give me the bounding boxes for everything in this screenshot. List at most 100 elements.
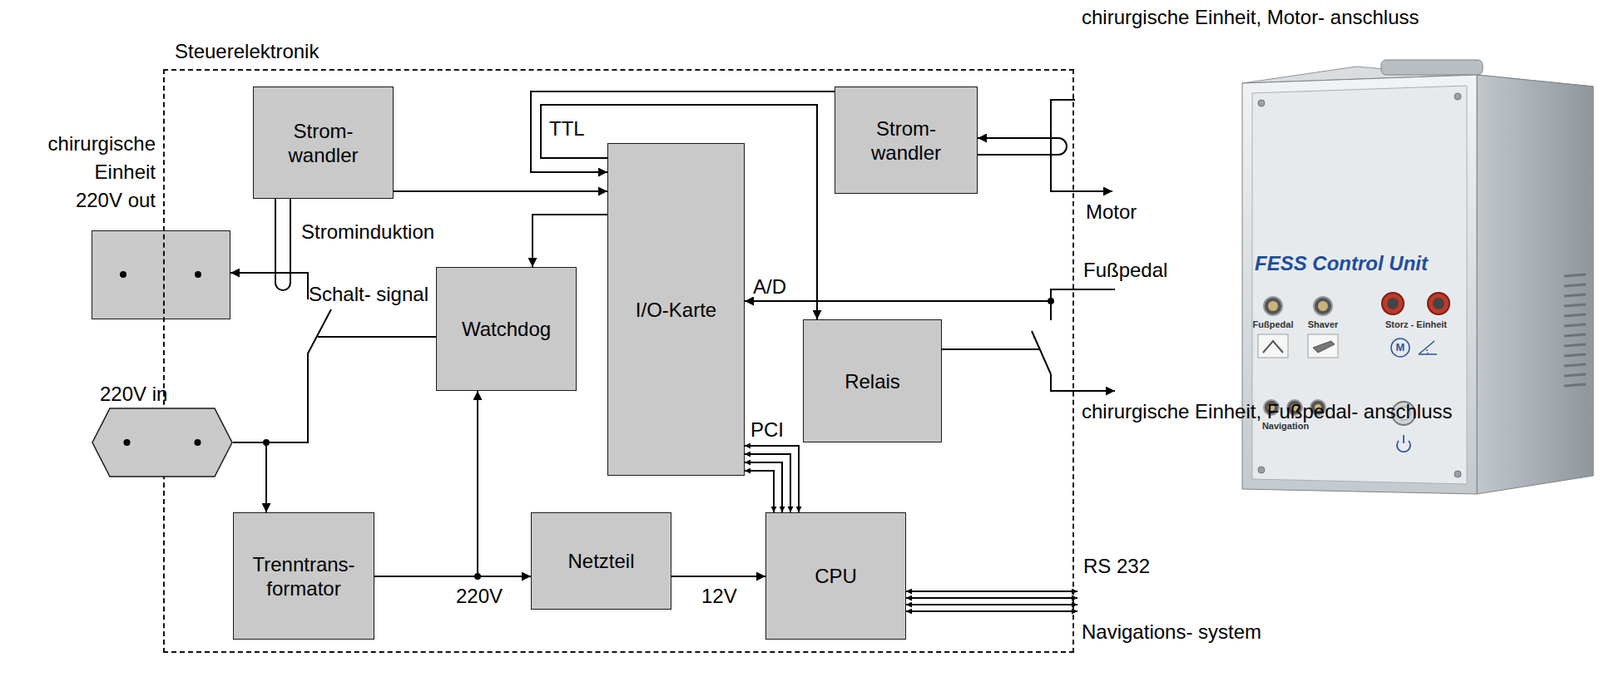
socket-pin [123,439,131,446]
signal-label: PCI [750,416,784,445]
current-transformer-box: Strom- wandler [834,86,978,194]
device-socket-label: Storz - Einheit [1385,319,1447,331]
isolation-transformer-box: Trenntrans- formator [232,512,375,640]
connector [671,576,766,578]
interface-label: Navigations- system [1081,619,1262,646]
relay-box: Relais [802,319,942,443]
ad-wire [744,300,1051,303]
device-side [1476,74,1594,495]
device-symbol: M [1396,341,1406,355]
device-socket [1432,297,1445,310]
connector-line [744,470,774,513]
device-pictogram [1258,334,1288,358]
relay-wire [941,348,1041,351]
io-card-box: I/O-Karte [607,143,745,476]
connector-line [744,454,791,513]
device-socket-label: Navigation [1262,421,1309,432]
device-angle-symbol [1418,341,1437,355]
device-socket-label: Fußpedal [1253,319,1294,331]
socket-fill [91,230,231,320]
connector [374,391,478,577]
node-label: Watchdog [461,317,551,342]
connector-line [393,190,608,193]
device-front [1242,74,1477,495]
switch-lever [1031,331,1051,375]
device-socket [1317,301,1328,312]
device-vent [1564,384,1586,387]
device-angle-symbol [1426,348,1428,355]
connector-line [232,442,267,513]
node-label: Steuerelektronik [174,39,319,64]
socket-pin [119,271,202,278]
serial-bus-wire [906,604,1078,606]
pedal-wire [1050,289,1115,321]
device-socket [1382,292,1404,315]
device-angle-symbol [1418,341,1437,355]
device-socket [1386,297,1399,310]
device-vent [1564,314,1586,317]
device-symbol-ring [1391,338,1410,357]
device-screw [1258,466,1265,474]
socket-outline [92,408,233,477]
serial-bus-wire [906,597,1078,600]
induction-loop [977,138,1067,155]
connector-line [744,462,783,513]
device-pictogram [1263,341,1283,353]
cpu-box: CPU [765,512,907,640]
wire [275,99,1115,612]
device-pictogram [1312,341,1335,353]
device-socket [1427,292,1450,315]
serial-bus-wire [906,610,1078,613]
input-socket: 220V in [91,407,233,478]
connector-line [532,214,608,268]
device-screw [1454,470,1462,478]
connector [393,191,608,193]
node-label: chirurgische Einheit 220V out [44,129,156,215]
socket-outline [91,407,233,478]
node-label: Relais [844,369,901,394]
node-label: CPU [814,564,857,589]
connector-line [374,391,478,577]
watchdog-box: Watchdog [435,267,577,392]
device-socket [1313,297,1333,316]
node-label: 220V in [99,381,168,407]
device-power-button [1402,435,1405,444]
connector-label: Motor [1085,198,1137,227]
device-pictogram [1258,334,1338,358]
device-vent [1564,344,1586,347]
housing-frame: SteuerelektronikStrom- wandlerStrom- wan… [163,69,1075,654]
socket-pin [194,271,202,278]
device-vent [1564,324,1586,327]
device-vent [1564,374,1586,377]
node-label: Strom- wandler [871,116,942,165]
device-vent [1564,274,1586,277]
signal-label: TTL [549,114,585,144]
node-label: Trenntrans- formator [252,552,355,601]
device-pictogram [1307,334,1338,358]
device-screw [1258,99,1265,107]
connector-line [744,445,799,513]
device-socket-label: Shaver [1307,319,1339,331]
device-socket [1263,297,1283,316]
node-label: Netzteil [567,549,635,574]
device-vent [1564,294,1586,297]
device-brand: FESS Control Unit [1254,249,1428,278]
current-transformer-box: Strom- wandler [252,86,394,199]
device-vent [1564,364,1586,367]
socket-pin [119,271,127,278]
connector-label: Fußpedal [1083,256,1168,285]
device-photo [1242,59,1594,495]
connector [532,214,608,268]
signal-label: Schalt- signal [308,282,429,307]
device-socket [1263,292,1450,416]
signal-label: 12V [701,582,738,611]
serial-bus-wire [906,590,1078,593]
device-panel [1252,85,1467,485]
device-vent [1564,274,1586,387]
device-vent [1564,284,1586,287]
signal-label: Strominduktion [301,217,435,247]
connector [232,442,267,513]
connector [744,445,799,513]
node-label: I/O-Karte [635,297,717,322]
